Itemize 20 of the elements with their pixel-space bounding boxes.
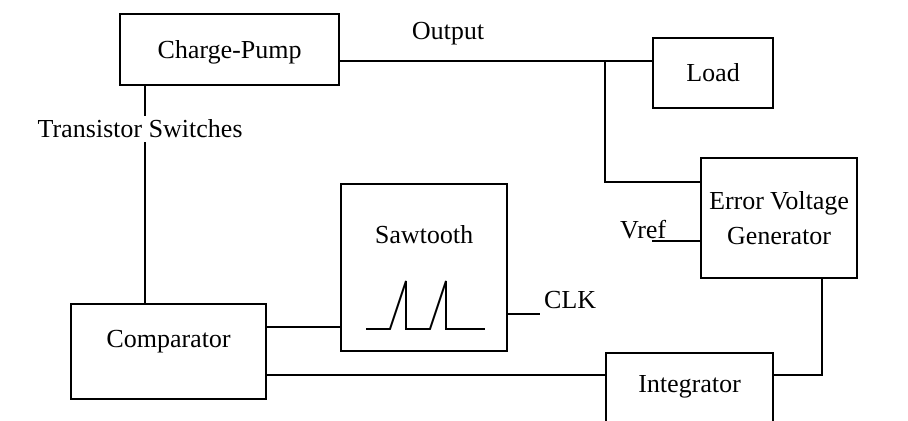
connector-line — [774, 279, 823, 376]
block-box — [700, 157, 858, 279]
block-label: Load — [685, 57, 741, 90]
connector-line — [267, 374, 605, 376]
block-label: Integrator — [637, 368, 742, 400]
block-label: Comparator — [105, 323, 232, 355]
block-label: CLK — [543, 284, 597, 316]
block-box — [605, 352, 774, 421]
block-label: Error Voltage Generator — [708, 184, 850, 252]
block-label: Vref — [619, 214, 668, 246]
block-box — [70, 303, 267, 400]
connector-line — [267, 326, 340, 328]
block-box — [340, 183, 508, 352]
block-label: Charge-Pump — [156, 34, 302, 66]
connector-line — [144, 86, 146, 303]
block-label: Sawtooth — [374, 219, 474, 251]
block-box — [652, 37, 774, 109]
connector-line — [652, 240, 700, 242]
connector-line — [508, 313, 540, 315]
block-box — [119, 13, 340, 86]
